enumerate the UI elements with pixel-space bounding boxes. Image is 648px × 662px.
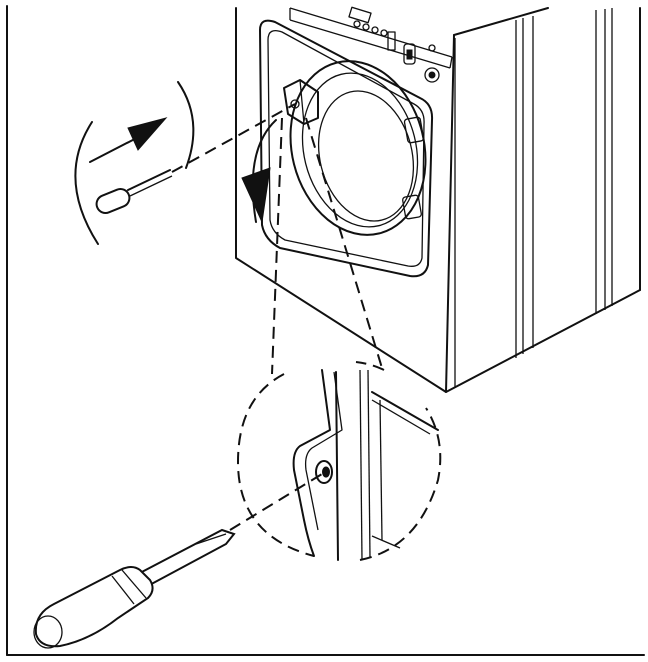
door-ring-outer bbox=[289, 60, 427, 236]
screwdriver-small-shaft bbox=[127, 169, 171, 191]
program-dial-icon bbox=[424, 67, 440, 83]
rotation-arrow-head-icon bbox=[241, 167, 271, 224]
detail-screw-hole bbox=[315, 460, 333, 484]
rotate-arc-right bbox=[177, 81, 195, 169]
washing-machine-icon bbox=[235, 6, 641, 393]
machine-side-bottom bbox=[445, 289, 641, 393]
machine-top-edge bbox=[453, 7, 549, 36]
magnification-guides bbox=[271, 117, 383, 375]
screwdriver-handle-end bbox=[33, 615, 63, 649]
door-ring-inner bbox=[301, 72, 419, 228]
screwdriver-small-handle bbox=[95, 188, 131, 214]
rotation-arrow-path bbox=[251, 119, 277, 223]
detail-panel-edge bbox=[292, 369, 331, 557]
screwdriver-large-blade bbox=[136, 528, 236, 590]
detail-frame-line bbox=[335, 371, 339, 561]
door-recess-frame bbox=[259, 19, 434, 278]
screwdriver-large-handle bbox=[34, 566, 154, 648]
side-panel-seams bbox=[454, 8, 613, 388]
insertion-guide-line bbox=[171, 103, 296, 173]
door-glass bbox=[317, 90, 415, 222]
magnified-detail-icon bbox=[236, 361, 442, 561]
figure-border bbox=[6, 5, 645, 656]
detail-circle-outline bbox=[236, 361, 442, 561]
latch-screw-hole bbox=[290, 99, 300, 109]
screwdriver-large-icon bbox=[33, 528, 236, 649]
indicator-light bbox=[353, 20, 361, 28]
push-arrow-head-icon bbox=[127, 117, 168, 151]
display-window bbox=[387, 31, 396, 51]
control-panel bbox=[289, 6, 453, 83]
door-hinge-bottom bbox=[402, 194, 422, 220]
machine-front-panel bbox=[235, 7, 455, 393]
selector-knob bbox=[403, 43, 416, 65]
door-hinge-top bbox=[403, 116, 425, 144]
screwdriver-small-icon bbox=[74, 81, 195, 245]
rotate-arc-left bbox=[74, 121, 99, 245]
